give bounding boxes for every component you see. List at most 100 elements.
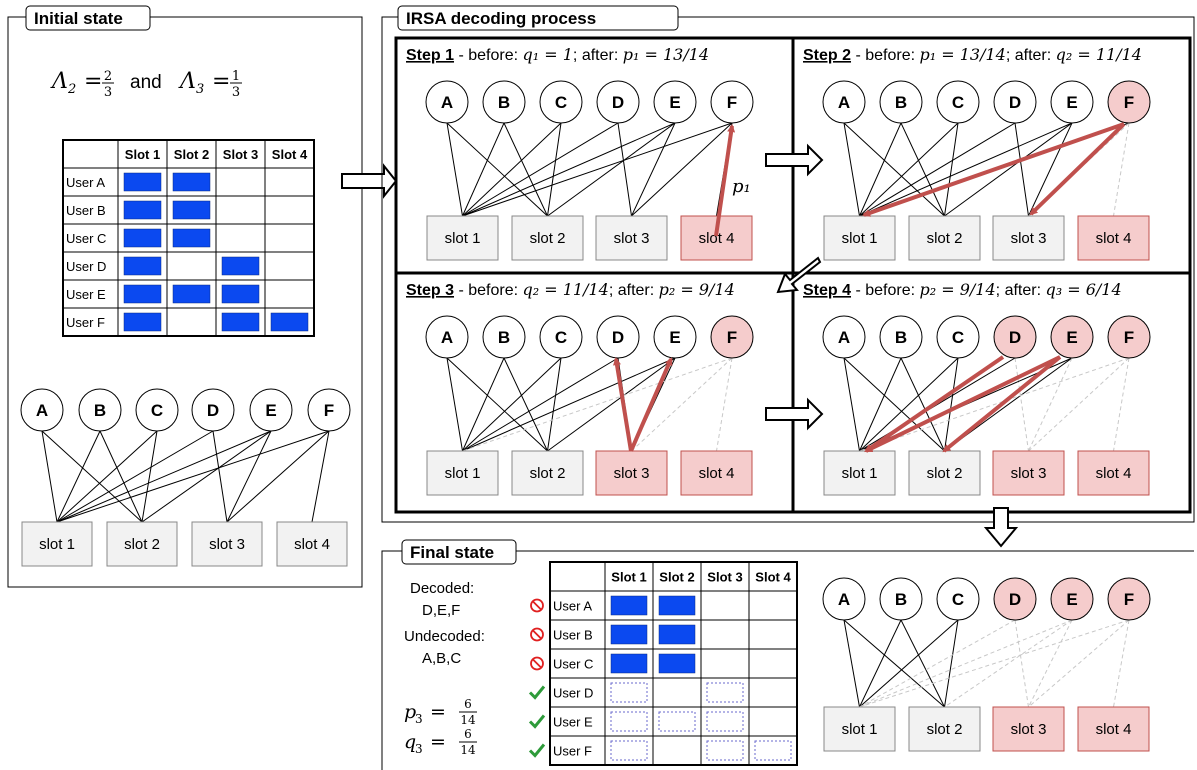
user-node-label-f: F [1124, 590, 1134, 609]
slot-label-1: slot 1 [842, 465, 878, 482]
removed-packet [706, 740, 744, 761]
svg-text:2: 2 [67, 82, 76, 97]
user-node-label-f: F [1124, 328, 1134, 347]
user-node-label-f: F [727, 93, 737, 112]
edge-f-slot1 [462, 357, 733, 452]
step-after-text: ; after: [573, 47, 623, 64]
edge-b-slot2 [900, 619, 945, 708]
edge-c-slot2 [944, 122, 959, 217]
step-label: Step 4 [803, 282, 851, 299]
step-before-text: - before: [851, 282, 919, 299]
edge-c-slot2 [547, 357, 562, 452]
user-node-label-c: C [952, 590, 964, 609]
step-after-value: p₁ = 13/14 [623, 45, 709, 64]
user-node-b [879, 315, 923, 359]
table-row-user: User C [66, 231, 106, 246]
packet [610, 595, 648, 616]
edge-b-slot2 [99, 430, 143, 523]
final-p3: p 3 = 6 14 [404, 697, 477, 727]
table-row-user: User A [553, 599, 592, 614]
slot-box-1 [426, 215, 499, 261]
svg-text:=: = [84, 69, 102, 94]
edge-e-slot2 [547, 122, 676, 217]
edge-b-slot1 [56, 430, 101, 523]
edge-b-slot1 [859, 122, 902, 217]
slot-box-2 [908, 215, 981, 261]
packet [610, 653, 648, 674]
svg-text:1: 1 [232, 69, 240, 84]
packet [658, 595, 696, 616]
packet [123, 200, 162, 220]
edge-b-slot1 [859, 357, 902, 452]
final-state-title: Final state [410, 543, 494, 562]
step1-to-step2-arrow-icon [765, 143, 824, 177]
decoding-arrow-1 [613, 357, 633, 452]
svg-text:Step 4 - before: p₂ = 9/14; af: Step 4 - before: p₂ = 9/14; after: q₃ = … [803, 280, 1122, 299]
edge-f-slot3 [1028, 619, 1130, 708]
slot-box-1 [426, 450, 499, 496]
user-node-label-b: B [895, 328, 907, 347]
svg-text:6: 6 [464, 727, 472, 741]
edge-f-slot4 [311, 430, 330, 523]
table-row-user: User F [553, 744, 592, 759]
decoding-arrow-2 [942, 355, 1062, 453]
prohibited-icon [530, 627, 544, 642]
user-node-label-b: B [895, 93, 907, 112]
user-node-label-e: E [1066, 590, 1077, 609]
edge-e-slot2 [547, 357, 676, 452]
svg-text:6: 6 [464, 697, 472, 711]
user-node-a [822, 315, 866, 359]
svg-text:Step 3 - before: q₂ = 11/14; a: Step 3 - before: q₂ = 11/14; after: p₂ =… [406, 280, 735, 299]
step3-to-step4-arrow-icon [765, 397, 824, 431]
table-row-user: User D [66, 259, 106, 274]
user-node-label-d: D [1009, 328, 1021, 347]
edge-d-slot1 [56, 430, 214, 523]
svg-text:p: p [404, 701, 416, 723]
user-node-b [879, 80, 923, 124]
edge-d-slot3 [617, 122, 632, 217]
edge-d-slot1 [462, 357, 619, 452]
slot-box-4 [1077, 215, 1150, 261]
user-node-b [879, 577, 923, 621]
user-node-f [1107, 80, 1151, 124]
user-node-label-c: C [555, 93, 567, 112]
slot-box-2 [511, 450, 584, 496]
svg-text:3: 3 [415, 742, 423, 756]
slot-box-2 [908, 706, 981, 752]
table-row-user: User E [66, 287, 106, 302]
table-row-user: User D [553, 686, 593, 701]
edge-f-slot1 [859, 619, 1130, 708]
user-node-label-b: B [94, 401, 106, 420]
edge-a-slot2 [446, 122, 548, 217]
slot-label-2: slot 2 [124, 536, 160, 553]
edge-d-slot3 [1014, 357, 1029, 452]
edge-f-slot1 [462, 122, 733, 217]
table-row-user: User E [553, 715, 593, 730]
edge-a-slot2 [41, 430, 143, 523]
checkmark-icon [528, 714, 546, 729]
user-node-label-e: E [1066, 328, 1077, 347]
edge-e-slot3 [631, 122, 676, 217]
slot-label-1: slot 1 [842, 721, 878, 738]
slot-label-4: slot 4 [1096, 721, 1132, 738]
user-node-a [822, 577, 866, 621]
user-node-label-a: A [838, 590, 850, 609]
user-node-f [1107, 315, 1151, 359]
decoding-arrow-1 [862, 122, 1125, 217]
user-node-label-b: B [498, 328, 510, 347]
slot-label-1: slot 1 [842, 230, 878, 247]
removed-packet [658, 711, 696, 732]
table-header-slot3: Slot 3 [223, 147, 258, 162]
edge-a-slot1 [41, 430, 58, 523]
edge-a-slot1 [843, 619, 860, 708]
step-3-panel: Step 3 - before: q₂ = 11/14; after: p₂ =… [406, 280, 754, 496]
slot-label-2: slot 2 [927, 465, 963, 482]
table-header-slot1: Slot 1 [125, 147, 160, 162]
user-node-label-c: C [151, 401, 163, 420]
and-text: and [130, 72, 162, 93]
table-header-slot4: Slot 4 [272, 147, 308, 162]
slot-box-3 [992, 706, 1065, 752]
step-before-text: - before: [454, 282, 522, 299]
